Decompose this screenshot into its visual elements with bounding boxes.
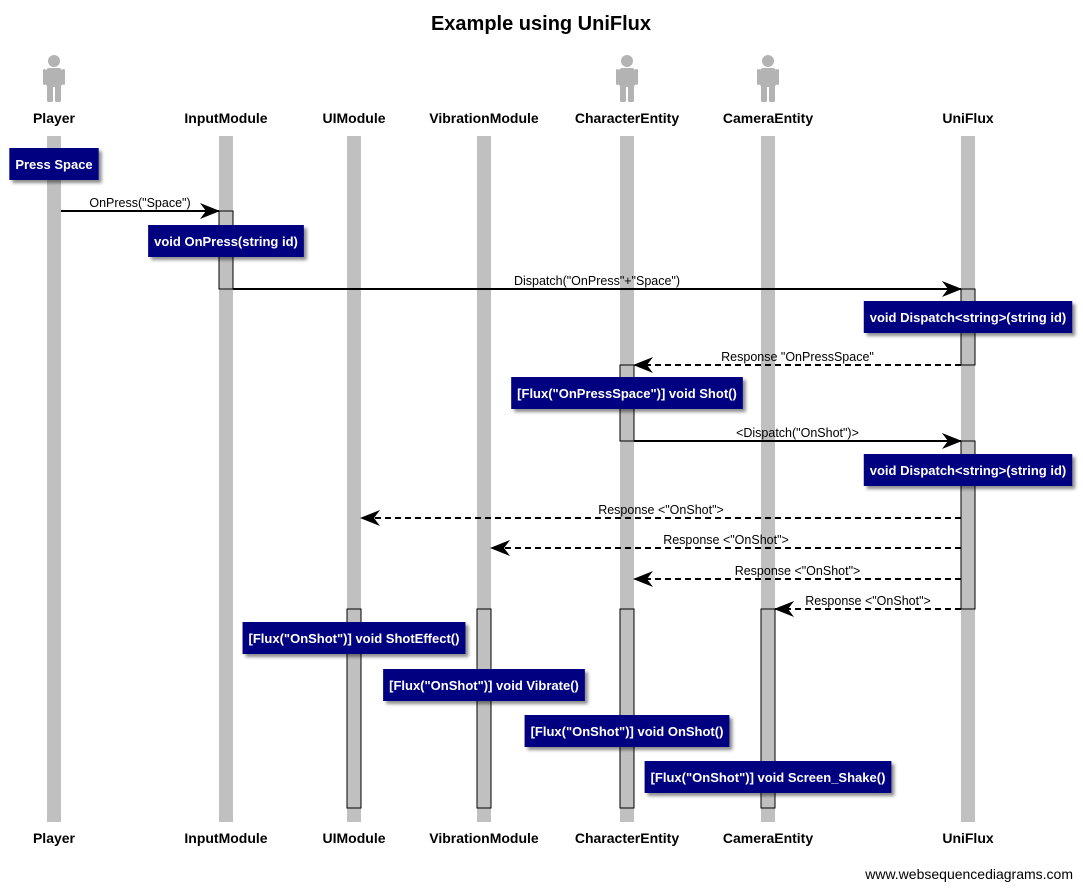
diagram-title: Example using UniFlux <box>431 13 651 35</box>
message-label: Response <"OnShot"> <box>598 503 724 517</box>
actor-figures <box>43 55 779 102</box>
message-label: Response <"OnShot"> <box>735 564 861 578</box>
activation-bar-ui <box>346 608 362 809</box>
note: void Dispatch<string>(string id) <box>863 301 1073 333</box>
activation-bar-camera <box>760 608 776 809</box>
note-text: void Dispatch<string>(string id) <box>870 463 1066 478</box>
participant-label-bottom-input: InputModule <box>184 830 267 846</box>
person-icon <box>616 55 638 102</box>
note: [Flux("OnPressSpace")] void Shot() <box>511 377 743 409</box>
participant-label-bottom-vibration: VibrationModule <box>429 830 539 846</box>
note-text: [Flux("OnShot")] void Vibrate() <box>389 678 579 693</box>
note: [Flux("OnShot")] void OnShot() <box>524 715 730 747</box>
message-label: OnPress("Space") <box>89 196 190 210</box>
lifeline-player <box>47 136 61 822</box>
messages: OnPress("Space") Dispatch("OnPress"+"Spac… <box>61 196 962 617</box>
note-text: Press Space <box>15 157 92 172</box>
message-label: Response "OnPressSpace" <box>721 350 874 364</box>
participant-label-uniflux: UniFlux <box>942 110 994 126</box>
note-box <box>644 761 892 793</box>
participant-labels-bottom: Player InputModule UIModule VibrationModule… <box>33 830 994 846</box>
note-box <box>9 148 99 180</box>
note: [Flux("OnShot")] void ShotEffect() <box>242 622 466 654</box>
note-box <box>242 622 466 654</box>
participant-label-bottom-player: Player <box>33 830 76 846</box>
note-text: [Flux("OnPressSpace")] void Shot() <box>517 386 737 401</box>
note-text: [Flux("OnShot")] void OnShot() <box>531 724 724 739</box>
footer-credit: www.websequencediagrams.com <box>864 866 1073 882</box>
message-label: <Dispatch("OnShot")> <box>736 426 859 440</box>
note-box <box>524 715 730 747</box>
note-text: [Flux("OnShot")] void Screen_Shake() <box>651 770 886 785</box>
note-box <box>511 377 743 409</box>
note-box <box>863 301 1073 333</box>
person-icon <box>757 55 779 102</box>
message-label: Dispatch("OnPress"+"Space") <box>514 274 680 288</box>
note-box <box>863 454 1073 486</box>
person-icon <box>43 55 65 102</box>
participant-label-player: Player <box>33 110 76 126</box>
note-box <box>383 669 585 701</box>
lifeline-input <box>219 136 233 822</box>
activation-bar-character <box>619 608 635 809</box>
notes: Press Space void OnPress(string id) void D… <box>9 148 1073 793</box>
message-label: Response <"OnShot"> <box>663 533 789 547</box>
activation-bar-vibration <box>476 608 492 809</box>
participant-label-character: CharacterEntity <box>575 110 679 126</box>
note: Press Space <box>9 148 99 180</box>
participant-label-ui: UIModule <box>323 110 386 126</box>
participant-label-bottom-ui: UIModule <box>323 830 386 846</box>
participant-label-vibration: VibrationModule <box>429 110 539 126</box>
participant-label-bottom-character: CharacterEntity <box>575 830 679 846</box>
note-text: void OnPress(string id) <box>154 234 298 249</box>
participant-label-bottom-camera: CameraEntity <box>723 830 813 846</box>
note-box <box>148 225 304 257</box>
note: [Flux("OnShot")] void Screen_Shake() <box>644 761 892 793</box>
participant-label-camera: CameraEntity <box>723 110 813 126</box>
note: [Flux("OnShot")] void Vibrate() <box>383 669 585 701</box>
note-text: void Dispatch<string>(string id) <box>870 310 1066 325</box>
note: void Dispatch<string>(string id) <box>863 454 1073 486</box>
participant-labels-top: Player InputModule UIModule VibrationModule… <box>33 110 994 126</box>
participant-label-bottom-uniflux: UniFlux <box>942 830 994 846</box>
note: void OnPress(string id) <box>148 225 304 257</box>
note-text: [Flux("OnShot")] void ShotEffect() <box>249 631 460 646</box>
participant-label-input: InputModule <box>184 110 267 126</box>
message-label: Response <"OnShot"> <box>805 594 931 608</box>
